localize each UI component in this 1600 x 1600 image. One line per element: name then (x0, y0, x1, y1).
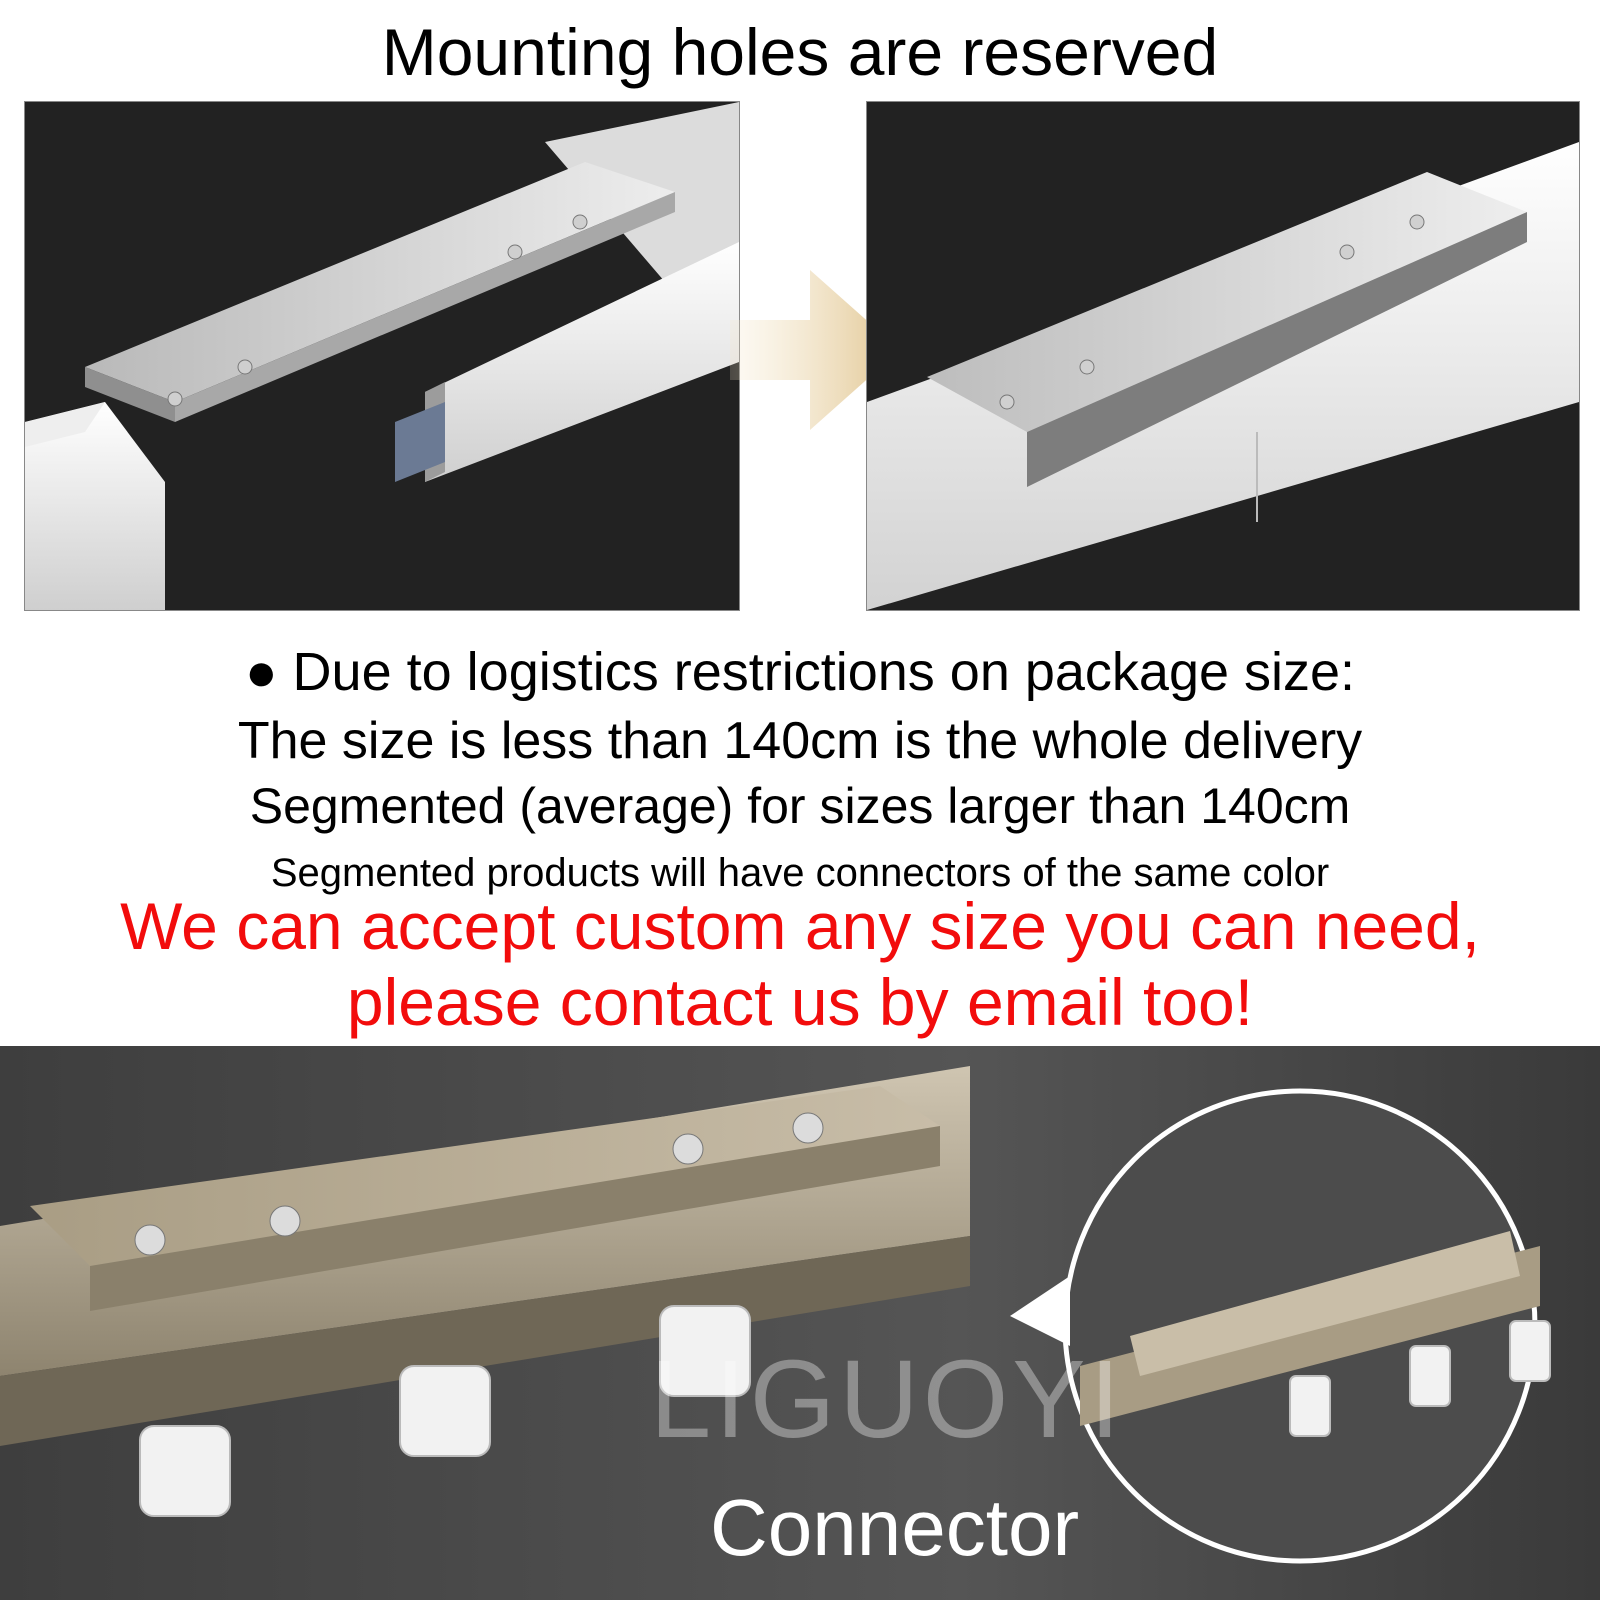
white-rail-before-illustration (25, 102, 739, 610)
contact-email-note: please contact us by email too! (346, 965, 1254, 1039)
logistics-note: ● Due to logistics restrictions on packa… (244, 642, 1356, 702)
segmented-note: Segmented (average) for sizes larger tha… (249, 778, 1351, 834)
connector-label: Connector (710, 1483, 1080, 1572)
champagne-rail-photo (0, 1046, 1600, 1600)
before-install-photo (24, 101, 740, 611)
white-rail-after-illustration (867, 142, 1579, 610)
brand-watermark: LIGUOYI (650, 1338, 1125, 1461)
page-title: Mounting holes are reserved (381, 15, 1219, 89)
connector-color-note: Segmented products will have connectors … (270, 851, 1330, 895)
whole-delivery-note: The size is less than 140cm is the whole… (237, 712, 1363, 770)
after-install-photo (866, 101, 1580, 611)
arrow-icon (720, 260, 920, 460)
champagne-rail-illustration (0, 1046, 1600, 1600)
custom-size-note: We can accept custom any size you can ne… (120, 889, 1480, 963)
